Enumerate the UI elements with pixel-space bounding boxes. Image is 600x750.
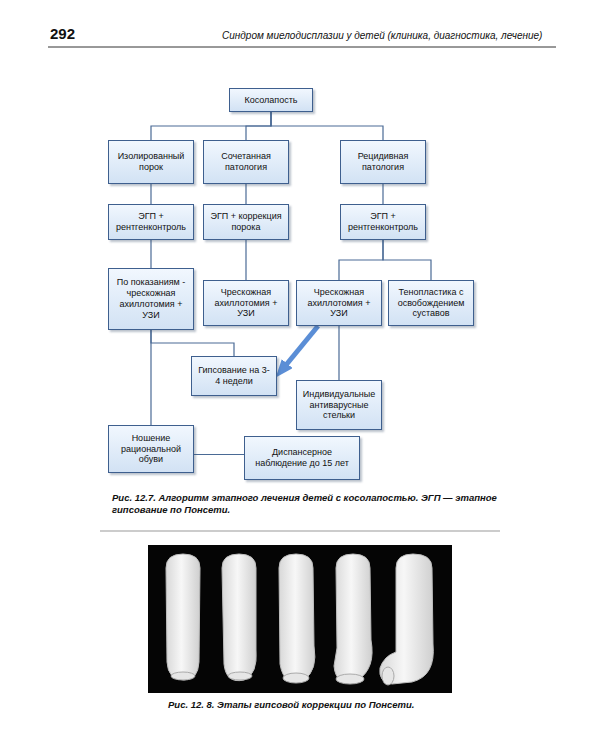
process-box: По показаниям - чрескожная ахиллотомия +… — [108, 268, 194, 330]
process-box: Тенопластика с освобождением суставов — [388, 280, 474, 326]
connector-line — [151, 330, 234, 356]
connector-line — [150, 330, 151, 425]
connector-line — [246, 112, 271, 140]
pointer-arrow — [283, 326, 318, 368]
box-text: Гипсование на 3-4 недели — [196, 365, 272, 387]
process-box: ЭГП + рентгенконтроль — [340, 204, 426, 240]
caption-rule — [100, 531, 500, 532]
process-box: Гипсование на 3-4 недели — [191, 356, 277, 396]
photo-background — [148, 545, 452, 693]
box-text: Индивидуальные антиварусные стельки — [301, 389, 377, 421]
box-text: Чрескожная ахиллотомия + УЗИ — [301, 287, 377, 319]
connector-line — [245, 184, 246, 204]
connector-line — [271, 112, 383, 140]
box-text: Рецидивная патология — [345, 151, 421, 173]
connector-line — [338, 326, 339, 380]
process-box: Изолированный порок — [108, 140, 194, 184]
cast-opening — [283, 673, 309, 683]
connector-line — [382, 184, 383, 204]
box-text: Сочетанная патология — [208, 151, 284, 173]
page-number: 292 — [50, 25, 75, 42]
process-box: Рецидивная патология — [340, 140, 426, 184]
box-text: Ношение рациональной обуви — [113, 433, 189, 465]
figure-caption: Рис. 12.7. Алгоритм этапного лечения дет… — [112, 492, 500, 517]
plaster-cast — [166, 554, 200, 680]
box-text: По показаниям - чрескожная ахиллотомия +… — [113, 277, 189, 320]
running-head: Синдром миелодисплазии у детей (клиника,… — [222, 30, 542, 41]
cast-opening — [228, 672, 252, 680]
box-text: ЭГП + коррекция порока — [208, 211, 284, 233]
cast-photo — [148, 545, 452, 693]
box-text: ЭГП + рентгенконтроль — [345, 211, 421, 233]
process-box: ЭГП + рентгенконтроль — [108, 204, 194, 240]
box-text: Косолапость — [234, 95, 308, 106]
connector-line — [339, 240, 383, 280]
connector-line — [150, 240, 151, 268]
connector-line — [245, 240, 246, 280]
process-box: Чрескожная ахиллотомия + УЗИ — [296, 280, 382, 326]
box-text: Тенопластика с освобождением суставов — [393, 287, 469, 319]
plaster-cast — [222, 554, 256, 681]
process-box: ЭГП + коррекция порока — [203, 204, 289, 240]
cast-opening — [382, 667, 394, 685]
plaster-cast — [380, 554, 434, 684]
box-text: ЭГП + рентгенконтроль — [113, 211, 189, 233]
figure-caption: Рис. 12. 8. Этапы гипсовой коррекции по … — [168, 699, 415, 710]
process-box: Диспансерное наблюдение до 15 лет — [244, 436, 360, 480]
process-box: Сочетанная патология — [203, 140, 289, 184]
plaster-cast — [334, 554, 372, 682]
connector-line — [150, 184, 151, 204]
box-text: Диспансерное наблюдение до 15 лет — [249, 447, 355, 469]
connector-line — [194, 454, 244, 455]
process-box: Индивидуальные антиварусные стельки — [296, 380, 382, 430]
connector-line — [151, 112, 271, 140]
box-text: Изолированный порок — [113, 151, 189, 173]
connector-line — [383, 240, 431, 280]
box-text: Чрескожная ахиллотомия + УЗИ — [208, 287, 284, 319]
process-box: Ношение рациональной обуви — [108, 425, 194, 473]
cast-opening — [171, 672, 195, 680]
process-box: Чрескожная ахиллотомия + УЗИ — [203, 280, 289, 326]
plaster-cast — [279, 554, 315, 682]
header-rule — [48, 47, 556, 48]
process-box: Косолапость — [229, 88, 313, 112]
cast-opening — [336, 674, 364, 684]
